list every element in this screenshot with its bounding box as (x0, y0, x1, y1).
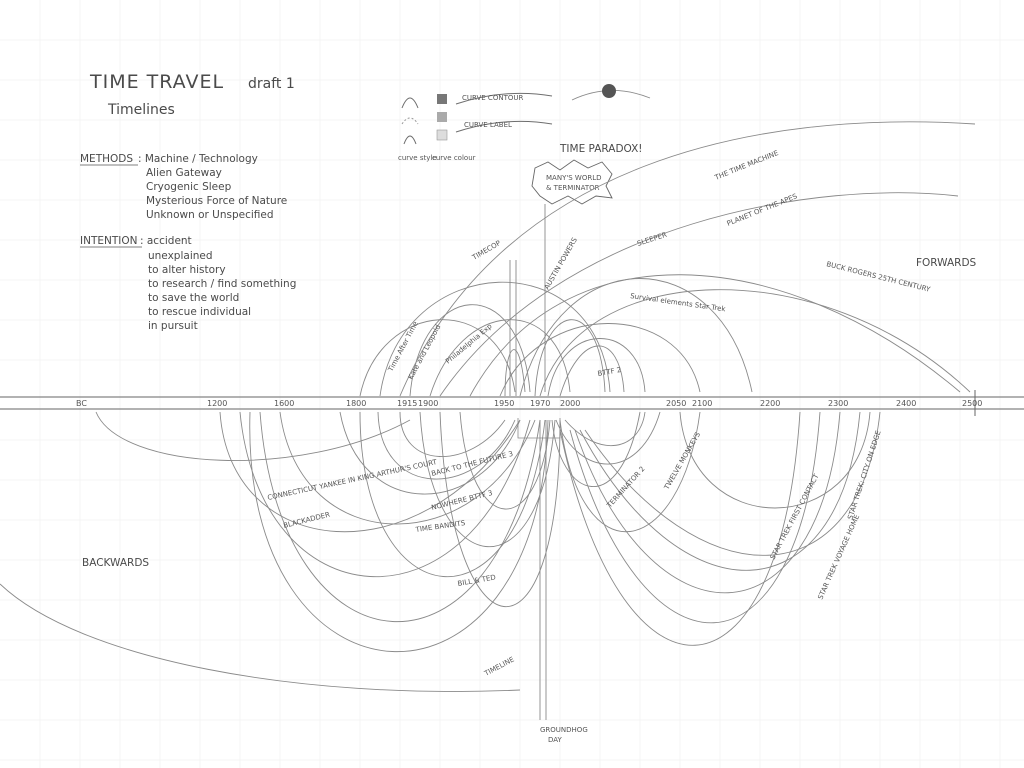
film-label: STAR TREK FIRST CONTACT (769, 472, 821, 561)
forward-arcs (359, 121, 976, 397)
tick-label: 2400 (896, 399, 916, 408)
tick-label: 2500 (962, 399, 982, 408)
film-label: THE TIME MACHINE (713, 149, 780, 182)
paradox-line: MANY'S WORLD (546, 174, 602, 182)
film-label: SLEEPER (636, 231, 668, 248)
intention-item: to save the world (148, 292, 239, 304)
groundhog-label: GROUNDHOG (540, 726, 588, 734)
backward-arcs (0, 411, 881, 720)
tick-label: 1970 (530, 399, 550, 408)
timeline-bar (0, 390, 1024, 416)
swatch-light-icon (436, 129, 448, 141)
groundhog-label: DAY (548, 736, 563, 744)
tick-label: 1200 (207, 399, 227, 408)
film-label: TIMELINE (482, 655, 515, 678)
film-label: TWELVE MONKEYS (662, 430, 702, 491)
tick-label: 1915 (397, 399, 417, 408)
intention-item: in pursuit (148, 320, 198, 332)
paradox-title: TIME PARADOX! (559, 143, 643, 155)
paradox-line: & TERMINATOR (546, 184, 600, 192)
tick-label: 2100 (692, 399, 712, 408)
intention-item: to rescue individual (148, 306, 251, 318)
label-sample-icon (455, 120, 553, 133)
film-label: PLANET OF THE APES (726, 192, 799, 228)
intention-item: to research / find something (148, 278, 296, 290)
tick-label: BC (76, 399, 87, 408)
film-label: BILL & TED (457, 573, 496, 588)
film-label: STAR TREK: CITY ON EDGE (846, 430, 882, 521)
intention-item: : accident (140, 235, 192, 247)
intention-item: unexplained (148, 250, 213, 262)
film-label: TERMINATOR 2 (605, 465, 647, 510)
page-title: TIME TRAVEL (89, 71, 224, 93)
tick-label: 1950 (494, 399, 514, 408)
legend: curve style curve colour CURVE CONTOUR C… (398, 84, 651, 162)
swatch-dark-icon (437, 94, 447, 104)
methods-heading: METHODS (80, 153, 133, 165)
contour-sample-icon (455, 92, 553, 105)
tick-label: 2000 (560, 399, 580, 408)
curve-style-thin-icon (403, 135, 417, 145)
curve-style-solid-icon (401, 97, 419, 109)
legend-curve-contour: CURVE CONTOUR (462, 94, 523, 102)
scribble-dot-icon (602, 84, 616, 98)
method-item: Cryogenic Sleep (146, 181, 232, 193)
film-label: Survival elements Star Trek (630, 292, 727, 313)
film-label: BTTF 2 (597, 366, 622, 378)
backward-film-labels: CONNECTICUT YANKEE IN KING ARTHUR'S COUR… (267, 430, 883, 679)
tick-label: 2300 (828, 399, 848, 408)
page-subtitle: Timelines (107, 102, 175, 118)
film-label: TIMECOP (470, 239, 502, 262)
tick-label: 2050 (666, 399, 686, 408)
intention-heading: INTENTION (80, 235, 137, 247)
method-item: : Machine / Technology (138, 153, 258, 165)
curve-style-dashed-icon (401, 117, 419, 125)
tick-label: 2200 (760, 399, 780, 408)
backwards-label: BACKWARDS (82, 557, 149, 569)
tick-label: 1800 (346, 399, 366, 408)
method-item: Alien Gateway (146, 167, 222, 179)
method-item: Unknown or Unspecified (146, 209, 274, 221)
forwards-label: FORWARDS (916, 257, 977, 269)
paradox-box (531, 159, 613, 205)
tick-label: 1600 (274, 399, 294, 408)
tick-label: 1900 (418, 399, 438, 408)
forward-film-labels: THE TIME MACHINE PLANET OF THE APES BUCK… (386, 149, 931, 381)
timeline-ticks: BC 1200 1600 1800 1915 1900 1950 1970 20… (76, 399, 982, 408)
intention-item: to alter history (148, 264, 226, 276)
draft-label: draft 1 (248, 76, 295, 92)
method-item: Mysterious Force of Nature (146, 195, 287, 207)
legend-curve-label: CURVE LABEL (464, 121, 512, 129)
swatch-mid-icon (437, 112, 447, 122)
legend-curve-colour: curve colour (432, 154, 476, 162)
legend-curve-style: curve style (398, 154, 437, 162)
